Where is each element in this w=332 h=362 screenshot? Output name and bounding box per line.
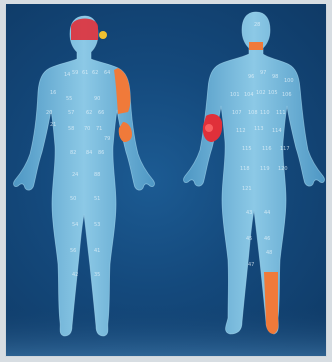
back-region-number: 102 bbox=[256, 90, 266, 96]
back-region-number: 105 bbox=[268, 90, 278, 96]
front-region-number: 20 bbox=[46, 110, 52, 116]
front-region-number: 79 bbox=[104, 136, 110, 142]
back-region-number: 115 bbox=[242, 146, 252, 152]
front-region-number: 55 bbox=[66, 96, 72, 102]
back-region-number: 117 bbox=[280, 146, 290, 152]
front-region-number: 64 bbox=[104, 70, 110, 76]
back-region-number: 48 bbox=[266, 250, 272, 256]
front-region-number: 90 bbox=[94, 96, 100, 102]
back-elbow-core bbox=[205, 124, 213, 132]
back-region-number: 28 bbox=[254, 22, 260, 28]
back-region-number: 43 bbox=[246, 210, 252, 216]
front-region-number: 41 bbox=[94, 248, 100, 254]
front-ear-highlight bbox=[99, 31, 107, 39]
front-region-number: 57 bbox=[68, 110, 74, 116]
front-region-number: 61 bbox=[82, 70, 88, 76]
back-region-number: 119 bbox=[260, 166, 270, 172]
back-figure bbox=[184, 12, 325, 334]
front-region-number: 58 bbox=[68, 126, 74, 132]
front-region-number: 14 bbox=[64, 72, 70, 78]
front-region-number: 54 bbox=[72, 222, 78, 228]
front-region-number: 53 bbox=[94, 222, 100, 228]
front-region-number: 51 bbox=[94, 196, 100, 202]
back-region-number: 106 bbox=[282, 92, 292, 98]
front-region-number: 66 bbox=[98, 110, 104, 116]
front-figure bbox=[14, 16, 155, 336]
front-region-number: 42 bbox=[72, 272, 78, 278]
front-region-number: 84 bbox=[86, 150, 92, 156]
back-region-number: 112 bbox=[236, 128, 246, 134]
back-region-number: 100 bbox=[284, 78, 294, 84]
back-region-number: 121 bbox=[242, 186, 252, 192]
front-head-highlight bbox=[71, 19, 98, 41]
back-region-number: 110 bbox=[260, 110, 270, 116]
back-region-number: 113 bbox=[254, 126, 264, 132]
front-region-number: 71 bbox=[96, 126, 102, 132]
front-region-number: 24 bbox=[72, 172, 78, 178]
front-region-number: 59 bbox=[72, 70, 78, 76]
back-region-number: 96 bbox=[248, 74, 254, 80]
back-region-number: 97 bbox=[260, 70, 266, 76]
back-region-number: 47 bbox=[248, 262, 254, 268]
front-region-number: 88 bbox=[94, 172, 100, 178]
back-region-number: 120 bbox=[278, 166, 288, 172]
front-region-number: 50 bbox=[70, 196, 76, 202]
back-region-number: 107 bbox=[232, 110, 242, 116]
front-region-number: 62 bbox=[92, 70, 98, 76]
back-region-number: 98 bbox=[272, 74, 278, 80]
front-region-number: 86 bbox=[98, 150, 104, 156]
back-region-number: 111 bbox=[276, 110, 286, 116]
back-region-number: 116 bbox=[262, 146, 272, 152]
front-region-number: 82 bbox=[70, 150, 76, 156]
back-region-number: 44 bbox=[264, 210, 270, 216]
back-region-number: 108 bbox=[248, 110, 258, 116]
back-region-number: 114 bbox=[272, 128, 282, 134]
back-region-number: 104 bbox=[244, 92, 254, 98]
front-region-number: 62 bbox=[86, 110, 92, 116]
back-region-number: 46 bbox=[264, 236, 270, 242]
back-calf-highlight bbox=[264, 272, 278, 334]
back-region-number: 45 bbox=[246, 236, 252, 242]
back-neck-highlight bbox=[249, 42, 263, 50]
front-region-number: 56 bbox=[70, 248, 76, 254]
front-region-number: 21 bbox=[50, 122, 56, 128]
back-region-number: 101 bbox=[230, 92, 240, 98]
front-region-number: 16 bbox=[50, 90, 56, 96]
back-region-number: 118 bbox=[240, 166, 250, 172]
front-region-number: 70 bbox=[84, 126, 90, 132]
front-region-number: 35 bbox=[94, 272, 100, 278]
